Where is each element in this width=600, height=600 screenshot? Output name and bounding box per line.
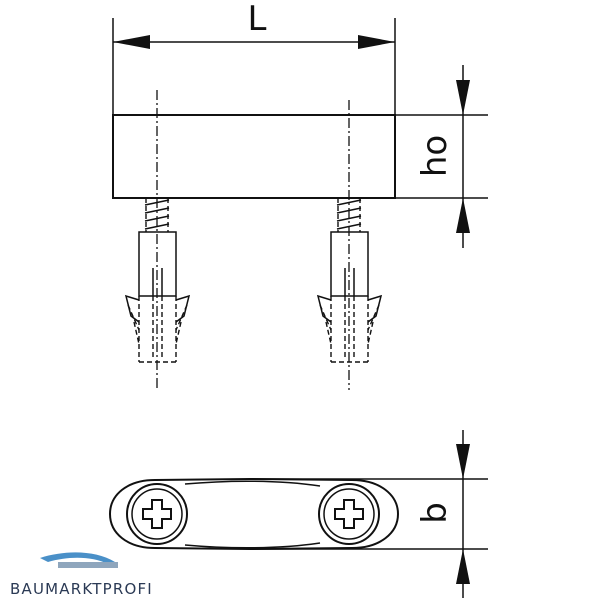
seam-bottom <box>184 542 321 549</box>
plan-view: b <box>108 430 488 598</box>
dim-label-height: ho <box>415 135 455 177</box>
phillips-cross-icon <box>334 499 364 529</box>
logo-bar-icon <box>58 562 118 568</box>
arrow-height-bottom <box>456 198 470 233</box>
arrow-width-bottom <box>456 549 470 584</box>
seam-top <box>184 480 321 487</box>
arrow-right <box>358 35 395 49</box>
arrow-height-top <box>456 80 470 115</box>
clamp-body-side <box>112 114 396 199</box>
arrow-left <box>113 35 150 49</box>
screw-head-right <box>318 483 380 545</box>
logo-swoosh-icon <box>40 552 115 564</box>
arrow-width-top <box>456 444 470 479</box>
screw-dowel-left <box>124 198 191 363</box>
brand-logo <box>40 552 118 568</box>
screw-head-left <box>126 483 188 545</box>
dim-label-length: L <box>248 0 267 39</box>
clamp-body-plan <box>108 477 400 551</box>
phillips-cross-icon <box>142 499 172 529</box>
brand-logo-text: BAUMARKTPROFI <box>10 580 153 598</box>
dim-label-width: b <box>415 502 455 524</box>
side-view: L ho <box>112 0 488 390</box>
screw-dowel-right <box>316 198 383 363</box>
